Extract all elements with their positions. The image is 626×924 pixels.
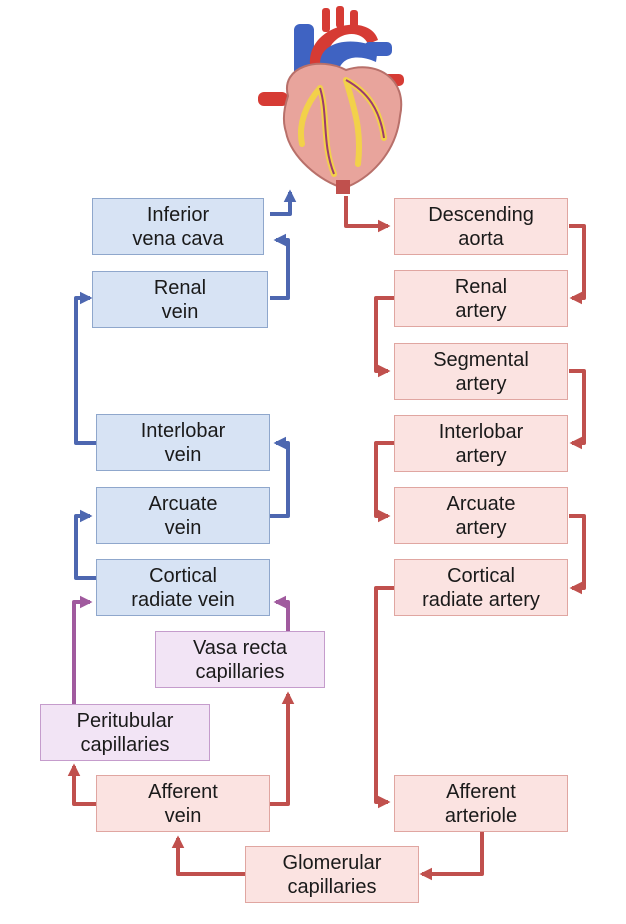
arrow-renal-artery-to-segmental-artery [374,296,394,378]
arrow-glomerular-to-afferent-vein [171,835,245,876]
arrow-interlobar-vein-to-renal-vein [74,291,96,445]
arrow-heart-to-descending-aorta [344,196,391,233]
cortical-radiate-vein-label: Cortical radiate vein [131,564,235,611]
arrow-arcuate-artery-to-cortical-radiate-artery [569,514,586,595]
arrow-renal-vein-to-inferior-vena-cava [270,233,290,300]
segmental-artery-box: Segmental artery [394,343,568,400]
peritubular-capillaries-box: Peritubular capillaries [40,704,210,761]
arrow-cortical-radiate-vein-to-arcuate-vein [74,509,96,580]
interlobar-artery-label: Interlobar artery [438,420,524,467]
arrow-arcuate-vein-to-interlobar-vein [270,436,290,518]
arrow-vasa-recta-to-cortical-radiate-vein [273,595,290,631]
glomerular-capillaries-label: Glomerular capillaries [282,851,382,898]
vasa-recta-capillaries-label: Vasa recta capillaries [192,636,288,683]
arrow-cortical-radiate-artery-to-afferent-arteriole [374,586,394,809]
arcuate-vein-label: Arcuate vein [148,492,218,539]
renal-artery-box: Renal artery [394,270,568,327]
arcuate-artery-label: Arcuate artery [446,492,516,539]
segmental-artery-label: Segmental artery [433,348,529,395]
afferent-arteriole-box: Afferent arteriole [394,775,568,832]
heart-icon [258,6,404,194]
interlobar-vein-label: Interlobar vein [140,419,226,466]
interlobar-artery-box: Interlobar artery [394,415,568,472]
renal-vein-label: Renal vein [153,276,207,323]
arcuate-vein-box: Arcuate vein [96,487,270,544]
renal-vein-box: Renal vein [92,271,268,328]
arrow-afferent-vein-to-vasa-recta [270,691,295,806]
inferior-vena-cava-box: Inferior vena cava [92,198,264,255]
afferent-vein-label: Afferent vein [148,780,218,827]
peritubular-capillaries-label: Peritubular capillaries [76,709,174,756]
renal-artery-label: Renal artery [454,275,508,322]
afferent-vein-box: Afferent vein [96,775,270,832]
arrow-inferior-vena-cava-to-heart [270,189,297,216]
descending-aorta-box: Descending aorta [394,198,568,255]
cortical-radiate-artery-box: Cortical radiate artery [394,559,568,616]
arrow-afferent-arteriole-to-glomerular [419,832,484,881]
glomerular-capillaries-box: Glomerular capillaries [245,846,419,903]
arcuate-artery-box: Arcuate artery [394,487,568,544]
cortical-radiate-vein-box: Cortical radiate vein [96,559,270,616]
arrow-descending-aorta-to-renal-artery [569,224,586,305]
interlobar-vein-box: Interlobar vein [96,414,270,471]
inferior-vena-cava-label: Inferior vena cava [132,203,224,250]
descending-aorta-label: Descending aorta [428,203,534,250]
arrow-afferent-vein-to-peritubular [67,763,96,806]
arrow-peritubular-to-cortical-radiate-vein [72,595,93,704]
vasa-recta-capillaries-box: Vasa recta capillaries [155,631,325,688]
arrow-segmental-artery-to-interlobar-artery [569,369,586,450]
cortical-radiate-artery-label: Cortical radiate artery [422,564,540,611]
afferent-arteriole-label: Afferent arteriole [444,780,518,827]
arrow-interlobar-artery-to-arcuate-artery [374,441,394,523]
